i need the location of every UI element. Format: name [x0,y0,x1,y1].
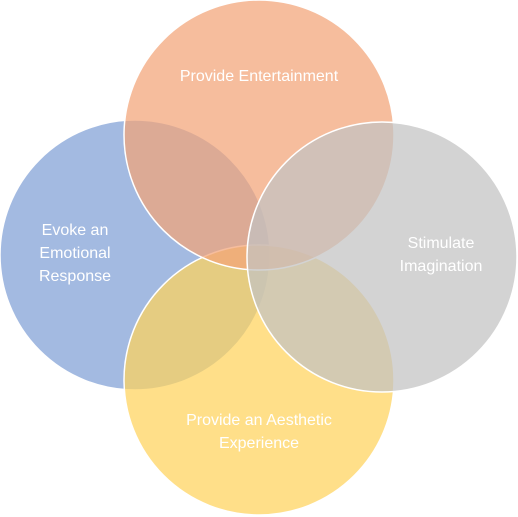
label-left-line: Evoke an [42,222,109,239]
label-left-line: Response [39,268,111,285]
label-bottom-line: Experience [219,435,299,452]
label-top: Provide Entertainment [180,68,339,85]
label-bottom-line: Provide an Aesthetic [186,412,332,429]
label-left-line: Emotional [39,245,110,262]
label-top-line: Provide Entertainment [180,68,339,85]
label-right-line: Imagination [400,258,483,275]
label-right-line: Stimulate [408,235,475,252]
circle-right [246,121,518,393]
